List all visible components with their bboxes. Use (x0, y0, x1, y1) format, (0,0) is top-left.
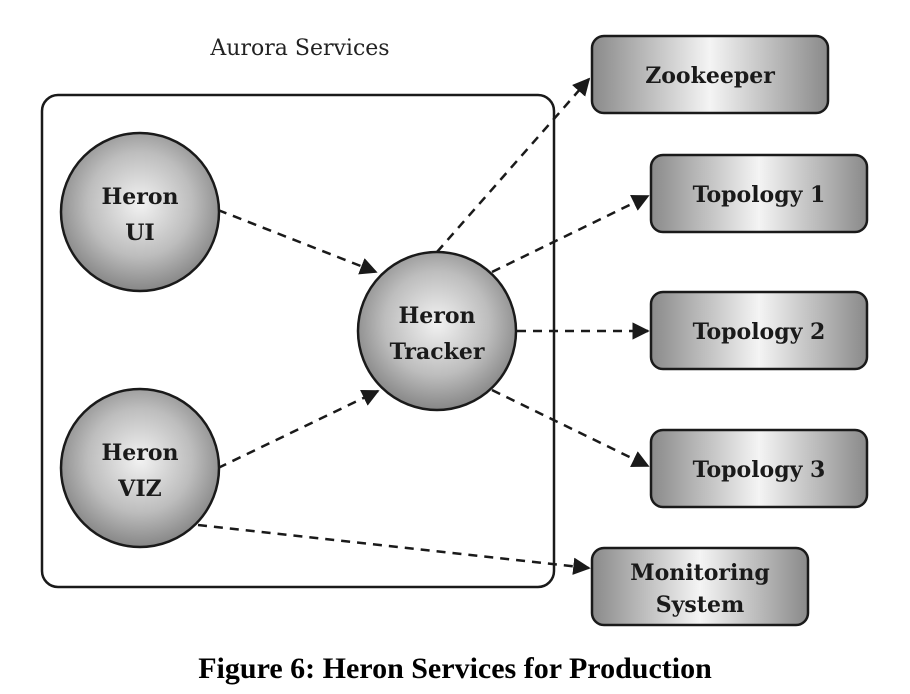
topology-1-label: Topology 1 (693, 182, 826, 208)
topology-2-label: Topology 2 (693, 319, 826, 345)
edge-ui-to-tracker (217, 208, 378, 275)
aurora-services-label: Aurora Services (209, 36, 389, 61)
edge-viz-to-monitoring (197, 523, 591, 575)
monitoring-line1: Monitoring (630, 560, 770, 586)
node-zookeeper: Zookeeper (590, 34, 830, 115)
heron-ui-line1: Heron (101, 184, 178, 210)
figure-caption: Figure 6: Heron Services for Production (198, 652, 712, 685)
node-topology-1: Topology 1 (649, 153, 869, 234)
node-topology-2: Topology 2 (649, 290, 869, 371)
topology-3-label: Topology 3 (693, 457, 826, 483)
node-heron-viz: Heron VIZ (59, 387, 221, 549)
node-topology-3: Topology 3 (649, 428, 869, 509)
edge-viz-to-tracker (217, 389, 380, 470)
heron-ui-line2: UI (125, 220, 154, 246)
edge-tracker-to-zookeeper (436, 77, 591, 253)
heron-tracker-line2: Tracker (390, 339, 485, 365)
edge-tracker-to-topology1 (491, 194, 650, 274)
zookeeper-label: Zookeeper (645, 63, 775, 89)
heron-viz-line1: Heron (101, 440, 178, 466)
edge-tracker-to-topology3 (491, 388, 650, 468)
node-heron-ui: Heron UI (59, 131, 221, 293)
node-monitoring-system: Monitoring System (590, 546, 810, 627)
node-heron-tracker: Heron Tracker (356, 250, 518, 412)
heron-viz-line2: VIZ (117, 476, 161, 502)
monitoring-line2: System (656, 592, 745, 618)
heron-tracker-line1: Heron (398, 303, 475, 329)
